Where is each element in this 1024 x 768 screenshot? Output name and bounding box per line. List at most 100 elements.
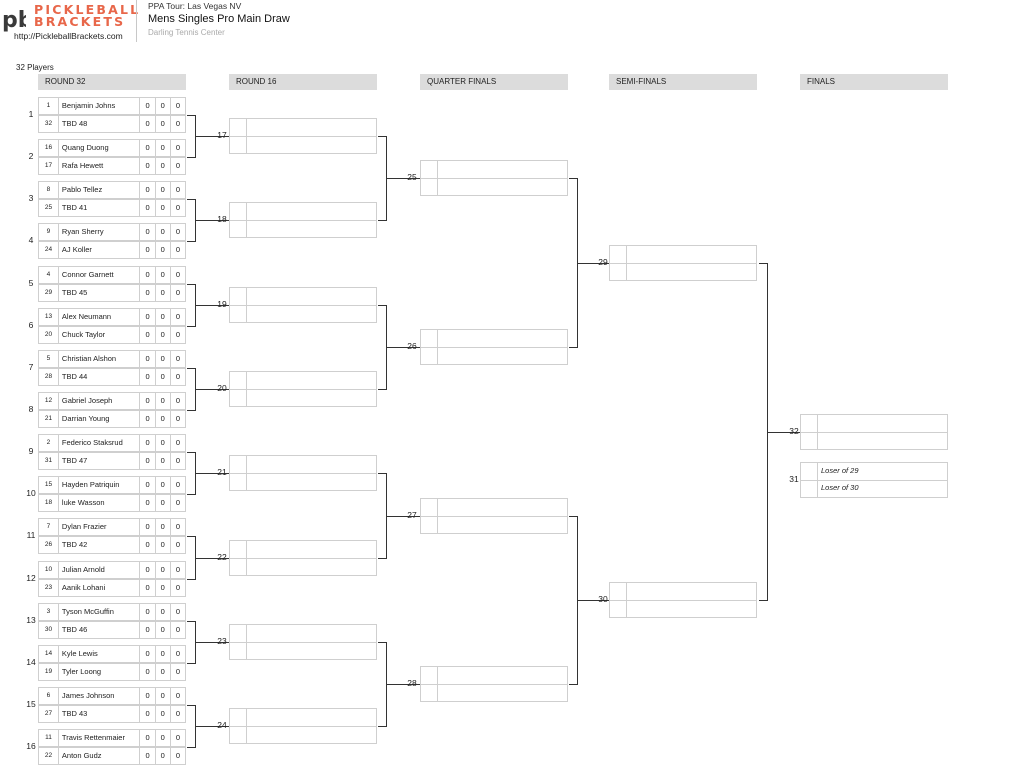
game-score: 0: [139, 664, 154, 680]
player-seed: 9: [39, 224, 59, 240]
player-seed: 25: [39, 200, 59, 216]
round16-match-box[interactable]: [229, 708, 377, 744]
round-header-sf: SEMI-FINALS: [609, 74, 757, 90]
game-score: 0: [169, 327, 185, 343]
game-score: 0: [154, 519, 170, 535]
game-score: 0: [169, 453, 185, 469]
quarterfinal-match-box[interactable]: [420, 329, 568, 365]
quarterfinal-match-box[interactable]: [420, 160, 568, 196]
box-slot: [230, 456, 376, 474]
round16-match-box[interactable]: [229, 287, 377, 323]
brand-name-line2: BRACKETS: [34, 14, 126, 29]
match-number: 12: [26, 573, 36, 583]
semifinal-match-box[interactable]: [609, 582, 757, 618]
game-score: 0: [169, 351, 185, 367]
player-name: Dylan Frazier: [61, 522, 107, 531]
game-score: 0: [154, 327, 170, 343]
player-name: TBD 46: [61, 625, 88, 634]
quarterfinal-match-box[interactable]: [420, 666, 568, 702]
quarterfinal-match-box[interactable]: [420, 498, 568, 534]
player-seed: 8: [39, 182, 59, 198]
player-name: Chuck Taylor: [61, 330, 106, 339]
game-score: 0: [139, 267, 154, 283]
bracket-connector: [386, 684, 420, 685]
game-score: 0: [154, 158, 170, 174]
slot-seed-cell: [610, 600, 627, 617]
box-slot: [421, 516, 567, 533]
player-name: Alex Neumann: [61, 312, 112, 321]
game-score: 0: [169, 285, 185, 301]
box-slot: [230, 625, 376, 643]
game-score: 0: [139, 453, 154, 469]
round16-match-box[interactable]: [229, 624, 377, 660]
game-score: 0: [169, 200, 185, 216]
match-number: 29: [598, 257, 608, 267]
game-score: 0: [139, 369, 154, 385]
game-score: 0: [169, 688, 185, 704]
final-match-box[interactable]: [800, 414, 948, 450]
game-score: 0: [154, 411, 170, 427]
game-score: 0: [154, 477, 170, 493]
site-url-link[interactable]: http://PickleballBrackets.com: [14, 31, 123, 41]
box-slot: [230, 119, 376, 137]
match-number: 32: [789, 426, 799, 436]
semifinal-match-box[interactable]: [609, 245, 757, 281]
game-score: 0: [139, 622, 154, 638]
game-score: 0: [169, 537, 185, 553]
slot-seed-cell: [801, 432, 818, 449]
bracket-connector: [195, 220, 229, 221]
player-name: TBD 41: [61, 203, 88, 212]
bracket-connector: [187, 368, 195, 369]
round16-match-box[interactable]: [229, 202, 377, 238]
round16-match-box[interactable]: [229, 118, 377, 154]
slot-seed-cell: [230, 372, 247, 389]
round16-match-box[interactable]: [229, 455, 377, 491]
round16-match-box[interactable]: [229, 540, 377, 576]
game-score: 0: [169, 267, 185, 283]
player-seed: 2: [39, 435, 59, 451]
slot-seed-cell: [230, 288, 247, 305]
slot-seed-cell: [801, 463, 818, 480]
game-score: 0: [154, 453, 170, 469]
round16-match-box[interactable]: [229, 371, 377, 407]
game-score: 0: [169, 477, 185, 493]
bracket-connector: [386, 516, 420, 517]
slot-seed-cell: [230, 625, 247, 642]
player-name: James Johnson: [61, 691, 115, 700]
player-seed: 1: [39, 98, 59, 114]
player-seed: 6: [39, 688, 59, 704]
